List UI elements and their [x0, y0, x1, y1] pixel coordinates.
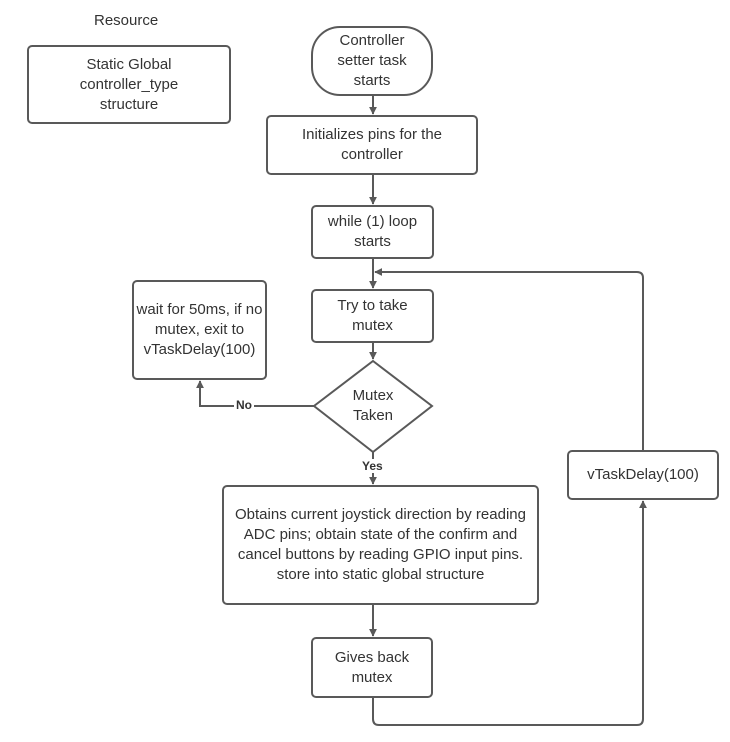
start-terminal-text: Controller setter task starts [337, 32, 407, 89]
mutex-decision-text: Mutex Taken [352, 387, 394, 424]
loop-process-text: while (1) loop starts [327, 213, 418, 250]
edge-delay-to-loop-back [374, 268, 644, 451]
resource-label: Resource [94, 12, 159, 29]
resource-box-text: Static Global controller_type structure [79, 55, 179, 113]
yes-edge-label: Yes [360, 459, 385, 473]
obtain-process-shape [222, 485, 539, 605]
resource-box-shape [27, 45, 231, 124]
wait-process-shape [132, 280, 267, 380]
delay-process-text: vTaskDelay(100) [587, 466, 699, 483]
edge-give-back-to-delay [372, 500, 647, 726]
take-mutex-process-text: Try to take mutex [337, 297, 408, 334]
no-edge-label: No [234, 398, 254, 412]
init-process-text: Initializes pins for the controller [301, 126, 443, 163]
obtain-process-text: Obtains current joystick direction by re… [235, 506, 526, 583]
wait-process-text: wait for 50ms, if no mutex, exit to vTas… [136, 301, 263, 358]
edge-decision-no-to-wait [196, 380, 314, 407]
give-back-process-text: Gives back mutex [334, 648, 410, 686]
